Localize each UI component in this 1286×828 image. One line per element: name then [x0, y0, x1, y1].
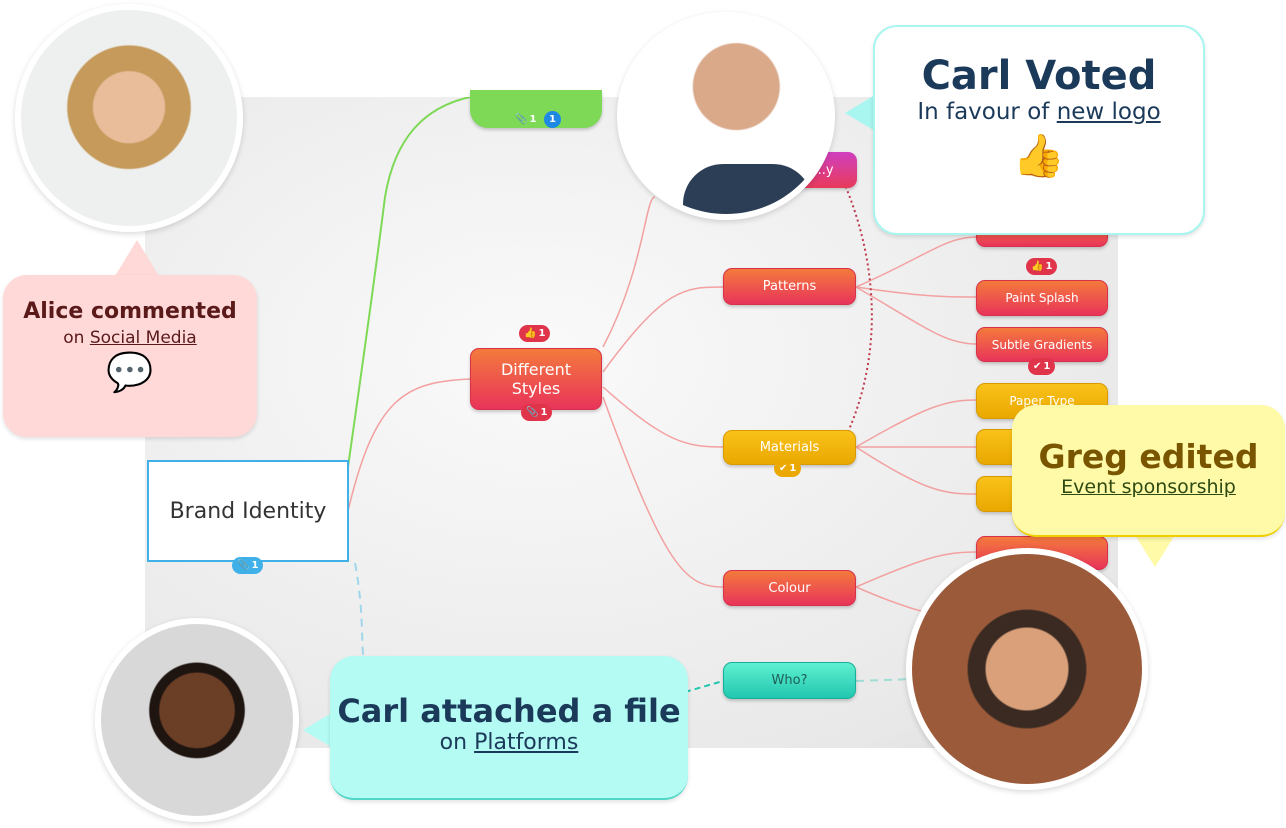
like-badge[interactable]: 👍1: [519, 325, 551, 342]
check-icon: ✔: [1033, 361, 1042, 372]
thumbs-up-icon: 👍: [1012, 131, 1066, 180]
bubble-carl-voted: Carl Voted In favour of new logo 👍: [873, 25, 1205, 235]
avatar-alice: [15, 4, 243, 232]
node-who[interactable]: Who?: [723, 662, 856, 699]
attachment-badge[interactable]: 📎1: [232, 557, 264, 574]
new-logo-link[interactable]: new logo: [1056, 99, 1161, 125]
attachment-badge[interactable]: 📎1: [521, 404, 553, 421]
thumbs-up-icon: 👍: [1031, 261, 1044, 272]
node-colour[interactable]: Colour: [723, 570, 856, 606]
like-badge[interactable]: 👍1: [1026, 258, 1058, 275]
platforms-link[interactable]: Platforms: [474, 730, 579, 755]
node-subtle-gradients[interactable]: Subtle Gradients: [976, 327, 1108, 362]
connector-lines: [347, 97, 977, 693]
avatar-carl-file: [95, 618, 299, 822]
bubble-greg: Greg edited Event sponsorship: [1012, 405, 1285, 537]
check-icon: ✔: [779, 463, 788, 474]
comment-pencil-icon: 💬: [106, 350, 154, 394]
paperclip-icon: 📎: [515, 114, 528, 125]
bubble-tail: [1135, 535, 1175, 567]
bubble-tail: [303, 712, 333, 748]
task-badge[interactable]: ✔1: [774, 460, 802, 477]
node-different-styles[interactable]: Different Styles: [470, 348, 602, 410]
root-node-brand-identity[interactable]: Brand Identity: [147, 460, 349, 562]
social-media-link[interactable]: Social Media: [89, 328, 197, 348]
node-paint-splash[interactable]: Paint Splash: [976, 280, 1108, 316]
node-patterns[interactable]: Patterns: [723, 268, 856, 305]
avatar-carl: [617, 12, 835, 220]
bubble-tail: [845, 95, 875, 131]
attachment-badge[interactable]: 📎1: [510, 111, 542, 128]
bubble-alice: Alice commented on Social Media 💬: [3, 275, 257, 437]
event-sponsorship-link[interactable]: Event sponsorship: [1061, 476, 1236, 498]
bubble-carl-file: Carl attached a file on Platforms: [330, 656, 688, 800]
paperclip-icon: 📎: [526, 407, 539, 418]
task-badge[interactable]: ✔1: [1028, 358, 1056, 375]
paperclip-icon: 📎: [237, 560, 250, 571]
bubble-tail: [115, 240, 159, 276]
avatar-greg: [906, 548, 1148, 790]
comment-badge[interactable]: 1: [544, 111, 561, 128]
thumbs-up-icon: 👍: [524, 328, 537, 339]
